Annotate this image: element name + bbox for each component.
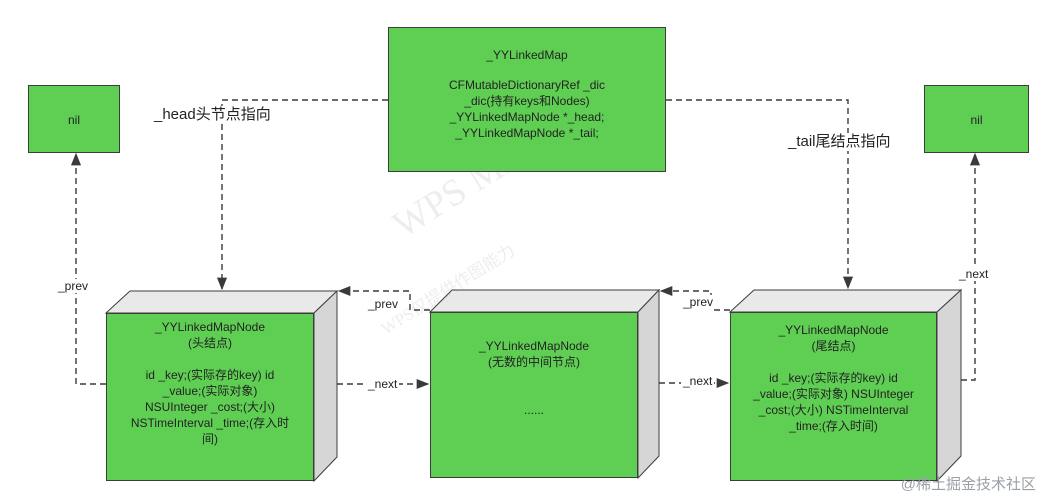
middle-node-title: _YYLinkedMapNode (无数的中间节点): [478, 339, 590, 369]
tail-node-title: _YYLinkedMapNode (尾结点): [778, 323, 889, 353]
tail-next-label: _next: [957, 267, 991, 281]
head-node-cube-faces: [104, 289, 339, 483]
head-to-middle-next-label: _next: [366, 377, 400, 391]
linked-map-box: _YYLinkedMap CFMutableDictionaryRef _dic…: [388, 27, 666, 172]
tail-node-box: _YYLinkedMapNode (尾结点) id _key;(实际存的key)…: [730, 312, 937, 481]
source-credit: @稀土掘金技术社区: [900, 476, 1036, 493]
tail-to-middle-prev-connector: [659, 285, 730, 311]
nil-left-box: nil: [28, 85, 120, 153]
tail-next-connector: [961, 152, 981, 381]
middle-node-cube-faces: [428, 288, 661, 480]
head-pointer-label: _head头节点指向: [152, 106, 273, 124]
head-node-fields: id _key;(实际存的key) id _value;(实际对象) NSUIn…: [130, 368, 290, 446]
head-pointer-connector: [216, 99, 388, 291]
nil-right-box: nil: [924, 85, 1029, 153]
nil-left-label: nil: [67, 113, 80, 127]
middle-node-ellipsis: ......: [523, 403, 544, 417]
middle-to-tail-next-label: _next: [681, 374, 715, 388]
middle-to-head-prev-connector: [337, 285, 430, 311]
linked-map-fields: CFMutableDictionaryRef _dic _dic(持有keys和…: [448, 78, 606, 140]
middle-node-box: _YYLinkedMapNode (无数的中间节点) ......: [430, 312, 638, 478]
nil-right-label: nil: [970, 113, 983, 127]
middle-to-head-prev-label: _prev: [366, 297, 401, 311]
head-node-title: _YYLinkedMapNode (头结点): [154, 320, 266, 350]
tail-to-middle-prev-label: _prev: [681, 295, 716, 309]
head-prev-connector: [70, 152, 106, 385]
tail-pointer-label: _tail尾结点指向: [786, 133, 893, 151]
head-prev-label: _prev: [56, 279, 91, 293]
linked-map-title: _YYLinkedMap: [486, 48, 568, 62]
tail-node-fields: id _key;(实际存的key) id _value;(实际对象) NSUIn…: [753, 371, 914, 433]
tail-pointer-connector: [666, 99, 854, 290]
tail-node-cube-faces: [728, 288, 963, 483]
head-node-box: _YYLinkedMapNode (头结点) id _key;(实际存的key)…: [106, 313, 314, 481]
